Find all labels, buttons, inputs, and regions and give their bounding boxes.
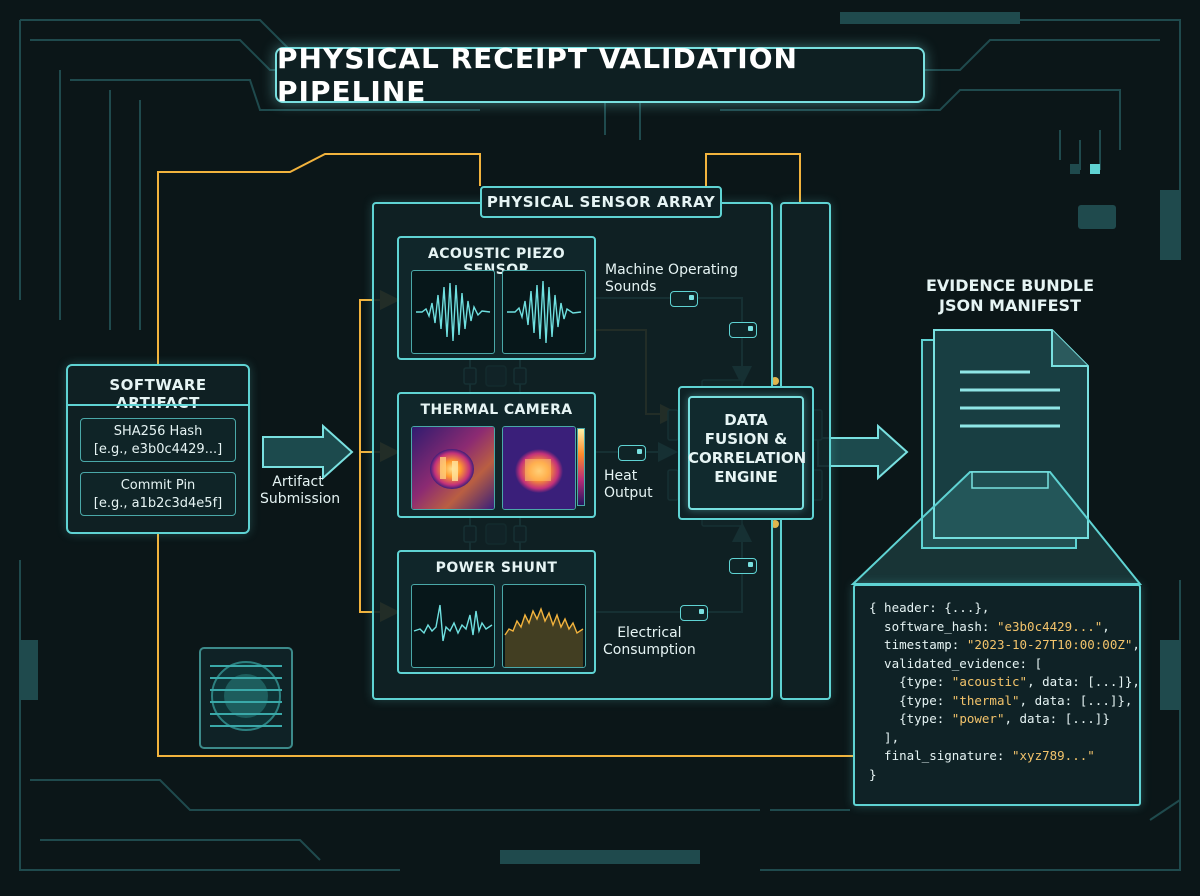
json-line: {type: "thermal", data: [...]},	[869, 693, 1132, 708]
json-string: "e3b0c4429..."	[996, 618, 1103, 634]
json-line: validated_evidence: [	[869, 656, 1042, 671]
cooling-fan-icon	[199, 647, 293, 749]
acoustic-output-line-1: Machine Operating	[605, 262, 739, 278]
thermal-camera-card: THERMAL CAMERA	[397, 392, 596, 518]
page-title: PHYSICAL RECEIPT VALIDATION PIPELINE	[277, 42, 798, 108]
json-document-icon	[850, 329, 1143, 585]
json-line: { header: {...},	[869, 600, 989, 615]
json-token: , data: [...]}	[1004, 711, 1110, 726]
json-token: , data: [...]},	[1027, 674, 1140, 689]
json-token: }	[869, 766, 877, 782]
signal-chip	[680, 605, 708, 621]
json-token: , data: [...]},	[1019, 692, 1133, 708]
json-line: ],	[869, 730, 899, 745]
json-line: }	[869, 767, 877, 782]
artifact-submission-label: Artifact Submission	[260, 474, 341, 508]
power-output-line-2: Consumption	[603, 642, 696, 658]
signal-chip	[618, 445, 646, 461]
sensor-array-tab: PHYSICAL SENSOR ARRAY	[480, 186, 722, 218]
json-string: "acoustic"	[951, 674, 1028, 689]
power-output-line-1: Electrical	[617, 625, 682, 641]
json-string: "thermal"	[951, 692, 1020, 708]
software-artifact-title: SOFTWARE ARTIFACT	[109, 376, 207, 412]
power-output-label: Electrical Consumption	[603, 625, 696, 659]
submission-label-line-2: Submission	[260, 491, 341, 507]
power-trace-left	[411, 584, 495, 668]
fusion-line-3: CORRELATION	[688, 449, 807, 467]
json-line: software_hash: "e3b0c4429...",	[869, 619, 1110, 634]
sha256-hash-field: SHA256 Hash [e.g., e3b0c4429...]	[80, 418, 236, 462]
acoustic-output-line-2: Sounds	[605, 279, 657, 295]
json-token: ,	[1132, 637, 1140, 652]
acoustic-waveform-right	[502, 270, 586, 354]
thermal-output-line-2: Output	[604, 485, 653, 501]
json-line: {type: "acoustic", data: [...]},	[869, 674, 1140, 689]
commit-pin-label: Commit Pin	[120, 478, 196, 493]
acoustic-sensor-card: ACOUSTIC PIEZO SENSOR	[397, 236, 596, 360]
json-line: timestamp: "2023-10-27T10:00:00Z",	[869, 637, 1140, 652]
fusion-engine-chip	[688, 396, 804, 510]
signal-chip	[670, 291, 698, 307]
json-string: "2023-10-27T10:00:00Z"	[966, 637, 1133, 652]
acoustic-waveform-left	[411, 270, 495, 354]
power-shunt-title: POWER SHUNT	[435, 560, 558, 576]
thermal-camera-title: THERMAL CAMERA	[420, 402, 573, 418]
thermal-output-line-1: Heat	[604, 468, 638, 484]
software-artifact-panel: SOFTWARE ARTIFACT SHA256 Hash [e.g., e3b…	[66, 364, 250, 534]
title-bar: PHYSICAL RECEIPT VALIDATION PIPELINE	[275, 42, 925, 108]
sensor-array-title: PHYSICAL SENSOR ARRAY	[486, 193, 716, 211]
power-shunt-card: POWER SHUNT	[397, 550, 596, 674]
thermal-image-left	[411, 426, 495, 510]
commit-pin-example: [e.g., a1b2c3d4e5f]	[93, 496, 223, 511]
panel-divider	[68, 404, 248, 406]
submission-arrow	[262, 423, 354, 481]
json-token: { header: {...},	[869, 600, 990, 615]
thermal-output-label: Heat Output	[604, 468, 653, 502]
output-arrow	[817, 423, 909, 481]
json-token: timestamp:	[869, 637, 967, 652]
json-line: {type: "power", data: [...]}	[869, 711, 1110, 726]
signal-chip	[729, 558, 757, 574]
submission-label-line-1: Artifact	[272, 474, 324, 490]
json-token: validated_evidence: [	[869, 655, 1043, 671]
power-trace-right	[502, 584, 586, 668]
fusion-line-1: DATA	[724, 411, 768, 429]
json-string: "power"	[951, 711, 1005, 726]
json-manifest-panel	[853, 584, 1141, 806]
json-token: {type:	[869, 692, 952, 708]
evidence-bundle-title: EVIDENCE BUNDLE JSON MANIFEST	[905, 276, 1115, 316]
fusion-line-4: ENGINE	[714, 468, 778, 486]
json-token: {type:	[869, 711, 952, 726]
fusion-engine-label: DATA FUSION & CORRELATION ENGINE	[688, 411, 807, 487]
thermal-scale-bar	[577, 428, 585, 506]
bundle-title-line-2: JSON MANIFEST	[939, 296, 1081, 315]
json-token: ],	[869, 729, 900, 745]
thermal-image-right	[502, 426, 576, 510]
signal-chip	[729, 322, 757, 338]
sha256-hash-label: SHA256 Hash	[113, 424, 203, 439]
json-token: {type:	[869, 674, 952, 689]
json-line: final_signature: "xyz789..."	[869, 748, 1095, 763]
json-token: ,	[1102, 618, 1110, 634]
fusion-line-2: FUSION &	[704, 430, 788, 448]
json-string: "xyz789..."	[1012, 748, 1095, 763]
json-token: software_hash:	[869, 618, 997, 634]
json-token: final_signature:	[869, 748, 1012, 763]
commit-pin-field: Commit Pin [e.g., a1b2c3d4e5f]	[80, 472, 236, 516]
sha256-hash-example: [e.g., e3b0c4429...]	[93, 442, 223, 457]
bundle-title-line-1: EVIDENCE BUNDLE	[925, 276, 1095, 295]
acoustic-output-label: Machine Operating Sounds	[605, 262, 738, 296]
